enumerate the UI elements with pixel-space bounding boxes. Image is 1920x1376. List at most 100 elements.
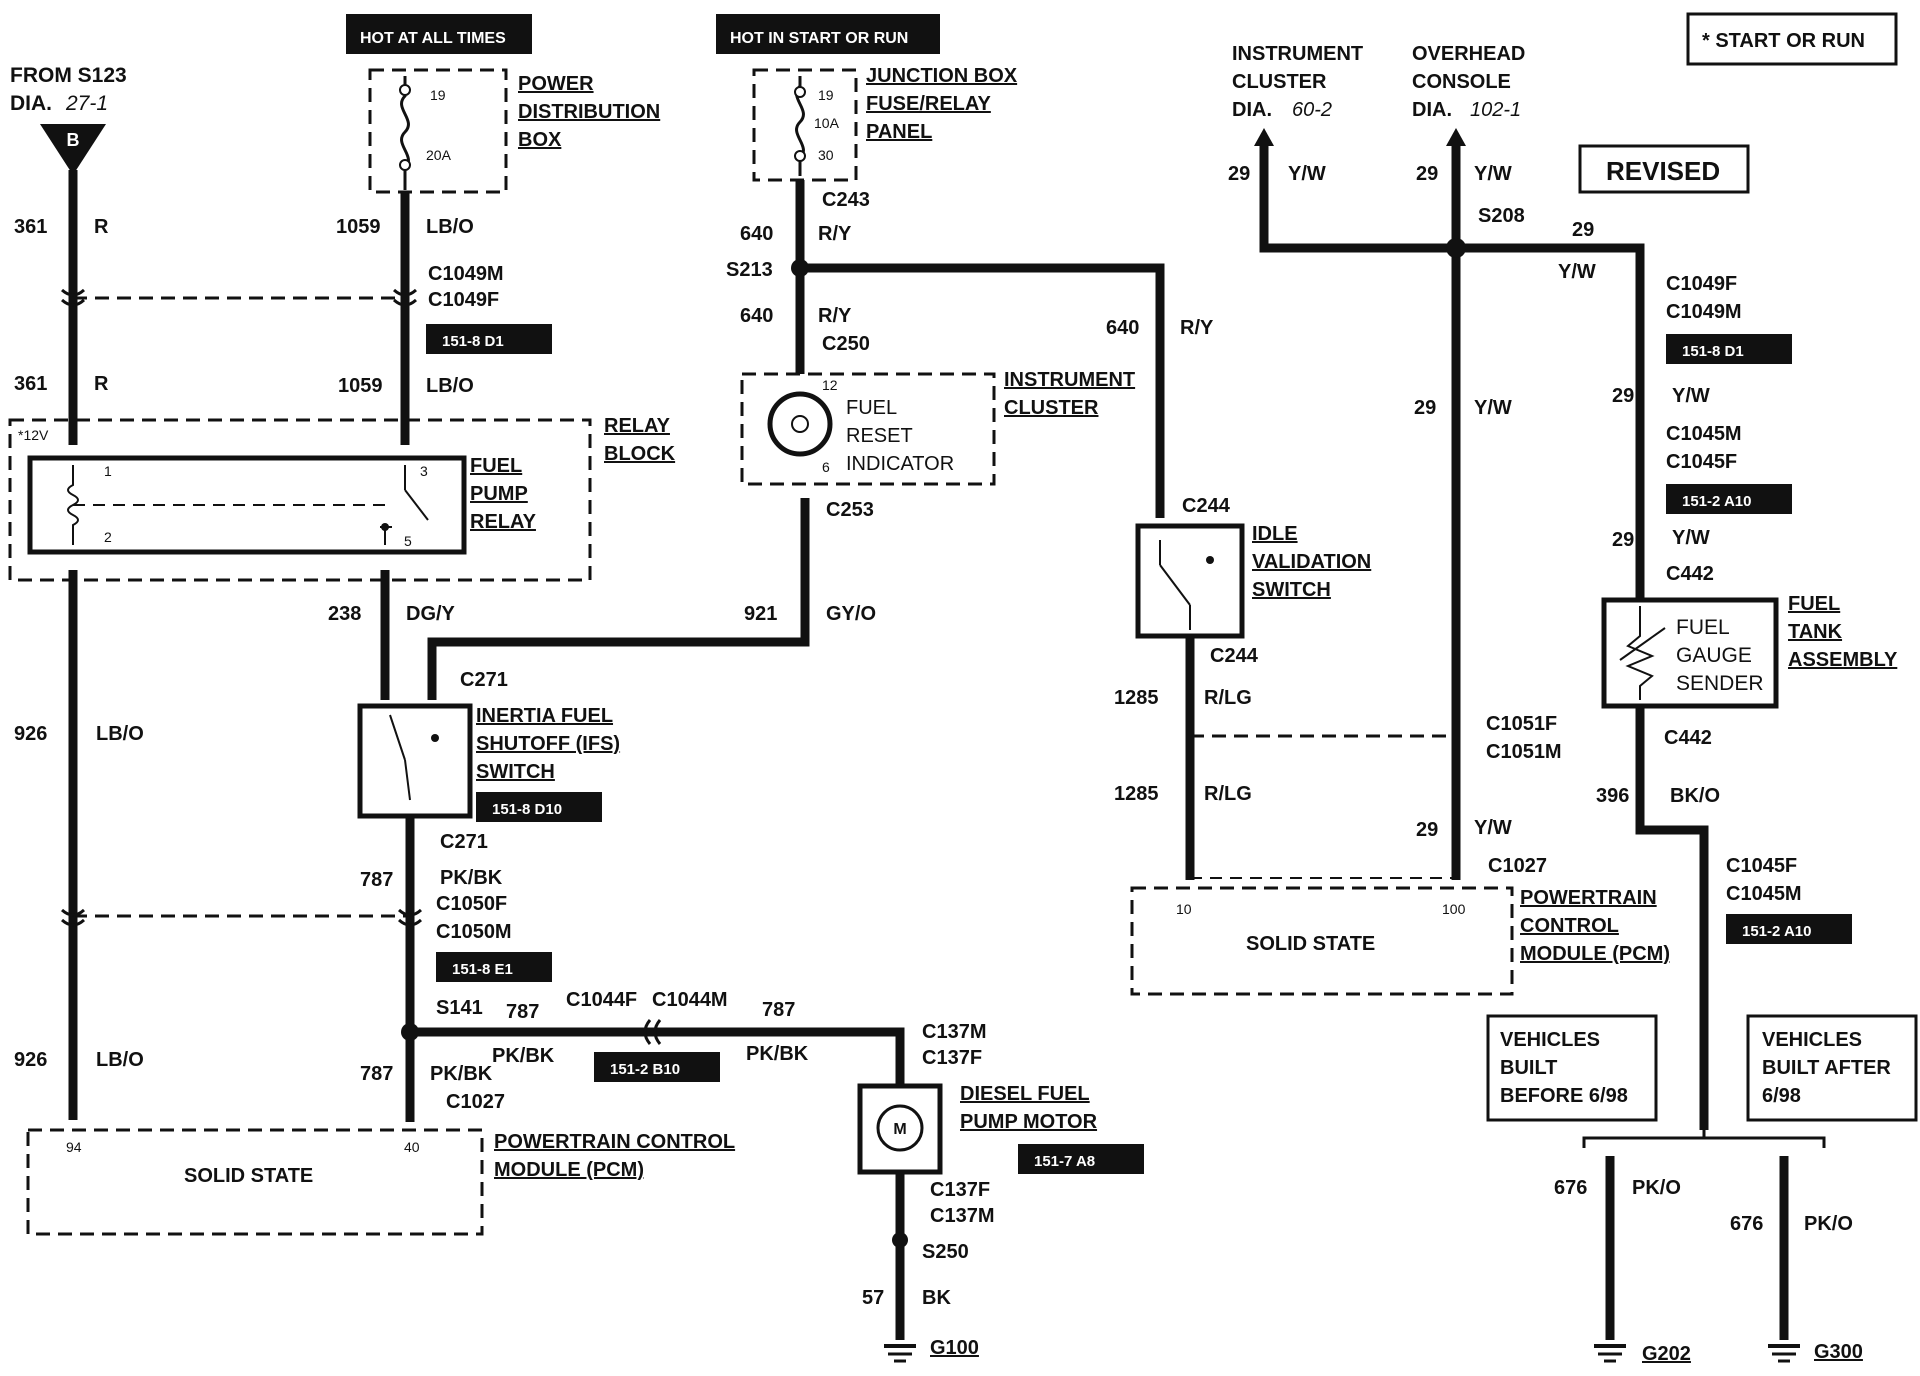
wire-29-color-low: Y/W xyxy=(1474,817,1512,839)
jbox-pin-19: 19 xyxy=(818,87,834,103)
ground-g100-label: G100 xyxy=(930,1337,979,1359)
pcm-left-pin-94: 94 xyxy=(66,1139,82,1155)
wire-787-to-pump xyxy=(410,1027,905,1100)
connector-c137f-top: C137F xyxy=(922,1047,982,1069)
connector-c250: C250 xyxy=(822,333,870,355)
revised-text: REVISED xyxy=(1606,156,1720,186)
tank-title-2: TANK xyxy=(1788,621,1843,643)
pcm-left-title-2: MODULE (PCM) xyxy=(494,1159,644,1181)
cluster-title-1: INSTRUMENT xyxy=(1004,369,1135,391)
wire-29-number-oc: 29 xyxy=(1416,163,1438,185)
connector-c1045m-b: C1045M xyxy=(1726,883,1802,905)
wire-787-color-h1: PK/BK xyxy=(492,1045,555,1067)
ic-title-2: CLUSTER xyxy=(1232,71,1327,93)
oc-title-1: OVERHEAD xyxy=(1412,43,1525,65)
jbox-pin-30: 30 xyxy=(818,147,834,163)
wire-921-color: GY/O xyxy=(826,603,876,625)
wire-1285-color-2: R/LG xyxy=(1204,783,1252,805)
tag-151-2-a10-bottom xyxy=(1726,914,1852,944)
wire-926-number: 926 xyxy=(14,723,47,745)
splice-s250 xyxy=(892,1232,908,1248)
revised-stamp: REVISED xyxy=(1578,144,1750,194)
vehicles-after-3: 6/98 xyxy=(1762,1085,1801,1107)
wire-57-number: 57 xyxy=(862,1287,884,1309)
vehicles-before-2: BUILT xyxy=(1500,1057,1557,1079)
pump-title-1: DIESEL FUEL xyxy=(960,1083,1090,1105)
ground-g300-label: G300 xyxy=(1814,1341,1863,1363)
oc-dia: DIA. xyxy=(1412,99,1452,121)
wire-787-color: PK/BK xyxy=(440,867,503,889)
wire-787-number-h1: 787 xyxy=(506,1001,539,1023)
ground-g100-icon xyxy=(884,1344,916,1363)
wire-926-number-2: 926 xyxy=(14,1049,47,1071)
wire-640-to-idle xyxy=(800,263,1165,518)
pcm-left-solid-state: SOLID STATE xyxy=(184,1165,313,1187)
wire-29-number-ic: 29 xyxy=(1228,163,1250,185)
relay-block-title-1: RELAY xyxy=(604,415,671,437)
connector-c1049m-left: C1049M xyxy=(428,263,504,285)
wire-921-number: 921 xyxy=(744,603,777,625)
connector-c244-bottom: C244 xyxy=(1210,645,1259,667)
connector-c442-top: C442 xyxy=(1666,563,1714,585)
sender-label-3: SENDER xyxy=(1676,672,1764,695)
wire-361-number-2: 361 xyxy=(14,373,47,395)
wire-29-number-r: 29 xyxy=(1572,219,1594,241)
wire-787-number: 787 xyxy=(360,869,393,891)
tag-151-7-a8-text: 151-7 A8 xyxy=(1034,1153,1095,1170)
idle-title-3: SWITCH xyxy=(1252,579,1331,601)
tag-151-2-a10-top xyxy=(1666,484,1792,514)
idle-title-2: VALIDATION xyxy=(1252,551,1371,573)
wire-1059-color-2: LB/O xyxy=(426,375,474,397)
pdb-title-3: BOX xyxy=(518,129,562,151)
inertia-fuel-shutoff-switch xyxy=(357,703,473,819)
connector-c1045f-b: C1045F xyxy=(1726,855,1797,877)
connector-c137m-bottom: C137M xyxy=(930,1205,994,1227)
pcm-right-title-1: POWERTRAIN xyxy=(1520,887,1657,909)
connector-c1049f-left: C1049F xyxy=(428,289,499,311)
jbox-title-1: JUNCTION BOX xyxy=(866,65,1018,87)
connector-c243: C243 xyxy=(822,189,870,211)
vehicles-after-1: VEHICLES xyxy=(1762,1029,1862,1051)
splice-s208-label: S208 xyxy=(1478,205,1525,227)
power-distribution-box: 19 20A xyxy=(368,68,508,194)
wire-676-number-after: 676 xyxy=(1730,1213,1763,1235)
wire-29-number-r2: 29 xyxy=(1612,385,1634,407)
wire-396 xyxy=(1635,706,1709,1130)
pdb-pin-19: 19 xyxy=(430,87,446,103)
tag-151-8-d10 xyxy=(476,792,602,822)
pdb-title-2: DISTRIBUTION xyxy=(518,101,660,123)
tag-151-2-b10-text: 151-2 B10 xyxy=(610,1061,680,1078)
wire-361-color: R xyxy=(94,216,109,238)
connector-c1049f-right: C1049F xyxy=(1666,273,1737,295)
wire-640-number-3: 640 xyxy=(1106,317,1139,339)
connector-c1027-right: C1027 xyxy=(1488,855,1547,877)
splice-s213-label: S213 xyxy=(726,259,773,281)
connector-c271-bottom: C271 xyxy=(440,831,488,853)
tag-151-2-a10-bottom-text: 151-2 A10 xyxy=(1742,923,1812,940)
connector-c271-top: C271 xyxy=(460,669,508,691)
pdb-fuse-rating: 20A xyxy=(426,147,452,163)
fuel-reset-label-1: FUEL xyxy=(846,397,897,419)
vehicles-after-box xyxy=(1746,1014,1918,1122)
connector-c442-bottom: C442 xyxy=(1664,727,1712,749)
wire-676-color-after: PK/O xyxy=(1804,1213,1853,1235)
pcm-right-solid-state: SOLID STATE xyxy=(1246,933,1375,955)
wire-396-number: 396 xyxy=(1596,785,1629,807)
wire-57-color: BK xyxy=(922,1287,951,1309)
pcm-right-title-2: CONTROL xyxy=(1520,915,1619,937)
wire-29-number-mid: 29 xyxy=(1414,397,1436,419)
terminal-b-triangle xyxy=(40,124,106,175)
wire-1059-color: LB/O xyxy=(426,216,474,238)
wire-1285-color: R/LG xyxy=(1204,687,1252,709)
wire-29-color-mid: Y/W xyxy=(1474,397,1512,419)
fuel-reset-label-2: RESET xyxy=(846,425,913,447)
ifs-title-2: SHUTOFF (IFS) xyxy=(476,733,620,755)
ic-dia: DIA. xyxy=(1232,99,1272,121)
junction-box-fuse: 19 10A 30 xyxy=(752,68,858,182)
tag-151-8-d10-text: 151-8 D10 xyxy=(492,801,562,818)
terminal-b-label: B xyxy=(67,130,80,150)
wire-676-color-before: PK/O xyxy=(1632,1177,1681,1199)
ifs-title-3: SWITCH xyxy=(476,761,555,783)
fuel-pump-relay-title-2: PUMP xyxy=(470,483,528,505)
